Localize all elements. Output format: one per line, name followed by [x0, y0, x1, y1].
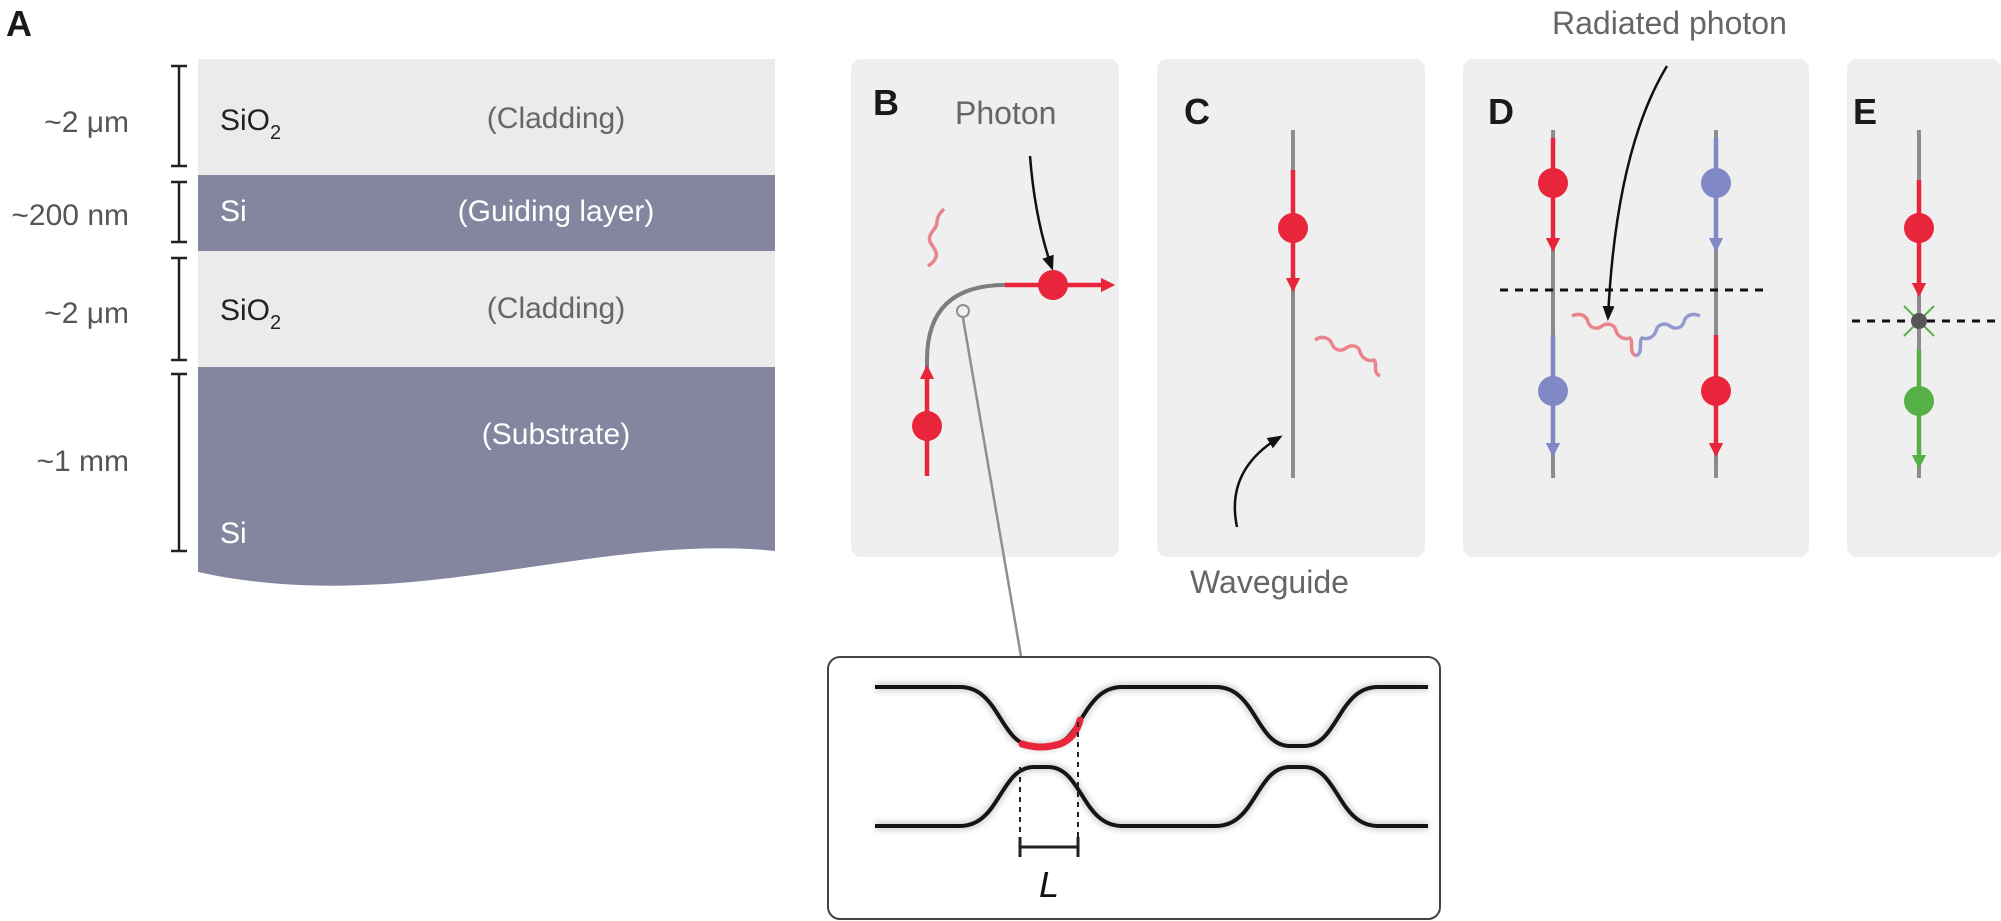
radiated-wave-d-red	[1571, 312, 1638, 358]
waveguide-top	[875, 685, 1428, 748]
layer-guiding	[198, 175, 775, 251]
layer-cladding-bottom	[198, 251, 775, 367]
radiated-photon-pointer-arrow	[1602, 65, 1669, 321]
layer-substrate	[198, 367, 775, 586]
role-substrate: (Substrate)	[482, 418, 630, 451]
photon-label: Photon	[955, 95, 1056, 131]
material-guiding: Si	[220, 195, 247, 228]
photon-dot-d-left-bottom	[1538, 376, 1568, 406]
interaction-node-e	[1911, 313, 1927, 329]
thickness-guiding: ~200 nm	[11, 199, 129, 232]
panel-a: A ~2 μm ~200 nm ~2 μm ~1 mm SiO2 Si SiO2…	[6, 3, 775, 586]
radiated-photon-label: Radiated photon	[1552, 5, 1787, 41]
bent-waveguide	[925, 283, 1055, 476]
coupler-inset: L	[827, 317, 1441, 920]
material-cladding-top: SiO2	[220, 104, 281, 144]
photon-pointer-arrow	[1028, 155, 1054, 271]
photon-dot-e-bottom	[1904, 386, 1934, 416]
waveguide-label: Waveguide	[1190, 564, 1349, 600]
photon-dot-e-top	[1904, 213, 1934, 243]
thickness-substrate: ~1 mm	[36, 445, 129, 478]
bend-point-marker	[956, 304, 970, 318]
panel-c: C Waveguide	[1157, 59, 1425, 600]
coupling-length-label: L	[1039, 864, 1059, 905]
thickness-cladding-top: ~2 μm	[44, 106, 129, 139]
panel-letter-d: D	[1488, 91, 1514, 132]
dimension-brackets	[171, 64, 187, 553]
panel-letter-a: A	[6, 3, 32, 44]
material-cladding-bottom: SiO2	[220, 294, 281, 334]
photon-dot-d-right-top	[1701, 168, 1731, 198]
panel-letter-c: C	[1184, 91, 1210, 132]
radiated-wave-b	[927, 207, 946, 268]
waveguide-bottom	[875, 765, 1428, 828]
role-guiding: (Guiding layer)	[458, 195, 655, 228]
photon-dot-vertical	[912, 411, 942, 441]
panel-b: B Photon	[851, 59, 1119, 557]
inset-frame	[827, 656, 1441, 920]
radiated-wave-c	[1313, 335, 1381, 378]
material-substrate: Si	[220, 517, 247, 550]
photon-dot-d-right-bottom	[1701, 376, 1731, 406]
photon-dot-c	[1278, 213, 1308, 243]
layer-cladding-top	[198, 59, 775, 175]
panel-letter-e: E	[1853, 91, 1877, 132]
coupling-length-bracket	[1018, 837, 1080, 857]
radiated-wave-d-blue	[1634, 312, 1701, 358]
panel-d: D Radiated photon	[1463, 5, 1809, 557]
panel-b-background	[851, 59, 1119, 557]
panel-letter-b: B	[873, 82, 899, 123]
thickness-cladding-bottom: ~2 μm	[44, 297, 129, 330]
panel-e-background	[1847, 59, 2001, 557]
role-cladding-bottom: (Cladding)	[487, 292, 625, 325]
coupling-region-highlight	[1018, 716, 1084, 751]
photon-dot-horizontal	[1038, 270, 1068, 300]
waveguide-pointer-arrow	[1233, 435, 1283, 528]
panel-e: E	[1847, 59, 2001, 557]
photon-dot-d-left-top	[1538, 168, 1568, 198]
role-cladding-top: (Cladding)	[487, 102, 625, 135]
